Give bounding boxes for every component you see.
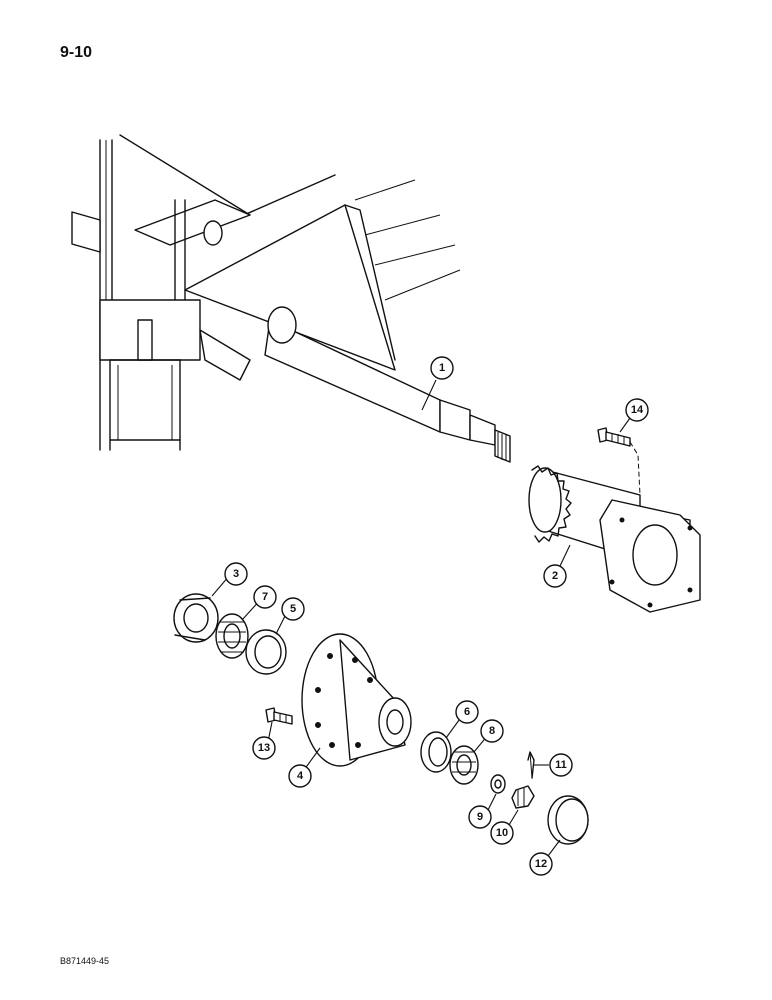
page-number: 9-10 [60,44,93,61]
svg-text:10: 10 [496,827,508,839]
callout-3: 3 [224,562,248,586]
svg-text:4: 4 [297,770,304,782]
bearing-cup-part-6 [420,731,452,773]
bolt-part-14 [597,427,641,496]
callout-8: 8 [480,719,504,743]
svg-text:2: 2 [552,570,558,582]
svg-text:13: 13 [258,742,270,754]
svg-text:7: 7 [262,591,268,603]
callout-1: 1 [430,356,454,380]
callout-9: 9 [468,805,492,829]
callout-14: 14 [625,398,649,422]
hub-part [301,633,412,767]
callout-6: 6 [455,700,479,724]
callout-4: 4 [288,764,312,788]
callout-5: 5 [281,597,305,621]
svg-text:12: 12 [535,858,547,870]
bolt-part-13 [265,707,293,725]
frame-assembly [71,134,461,451]
callout-7: 7 [253,585,277,609]
dust-cap-part [547,795,589,845]
callout-11: 11 [549,753,573,777]
seal-part [173,593,219,643]
callout-2: 2 [543,564,567,588]
svg-text:9: 9 [477,811,483,823]
spindle-part [264,306,511,463]
svg-text:5: 5 [290,603,296,615]
svg-text:1: 1 [439,362,445,374]
bearing-cone-part-7 [215,613,249,659]
sprocket-housing-part [528,465,701,613]
svg-text:11: 11 [555,759,567,771]
svg-text:14: 14 [631,404,644,416]
bearing-cone-part-8 [449,745,479,785]
cotter-pin-part [527,751,535,779]
svg-text:3: 3 [233,568,239,580]
castle-nut-part [511,785,535,809]
bearing-cup-part-5 [245,629,287,675]
callout-12: 12 [529,852,553,876]
svg-text:8: 8 [489,725,495,737]
callout-13: 13 [252,736,276,760]
callout-leaders [211,379,631,861]
figure-code: B871449-45 [60,956,110,966]
washer-part [490,774,506,794]
callout-10: 10 [490,821,514,845]
svg-text:6: 6 [464,706,470,718]
